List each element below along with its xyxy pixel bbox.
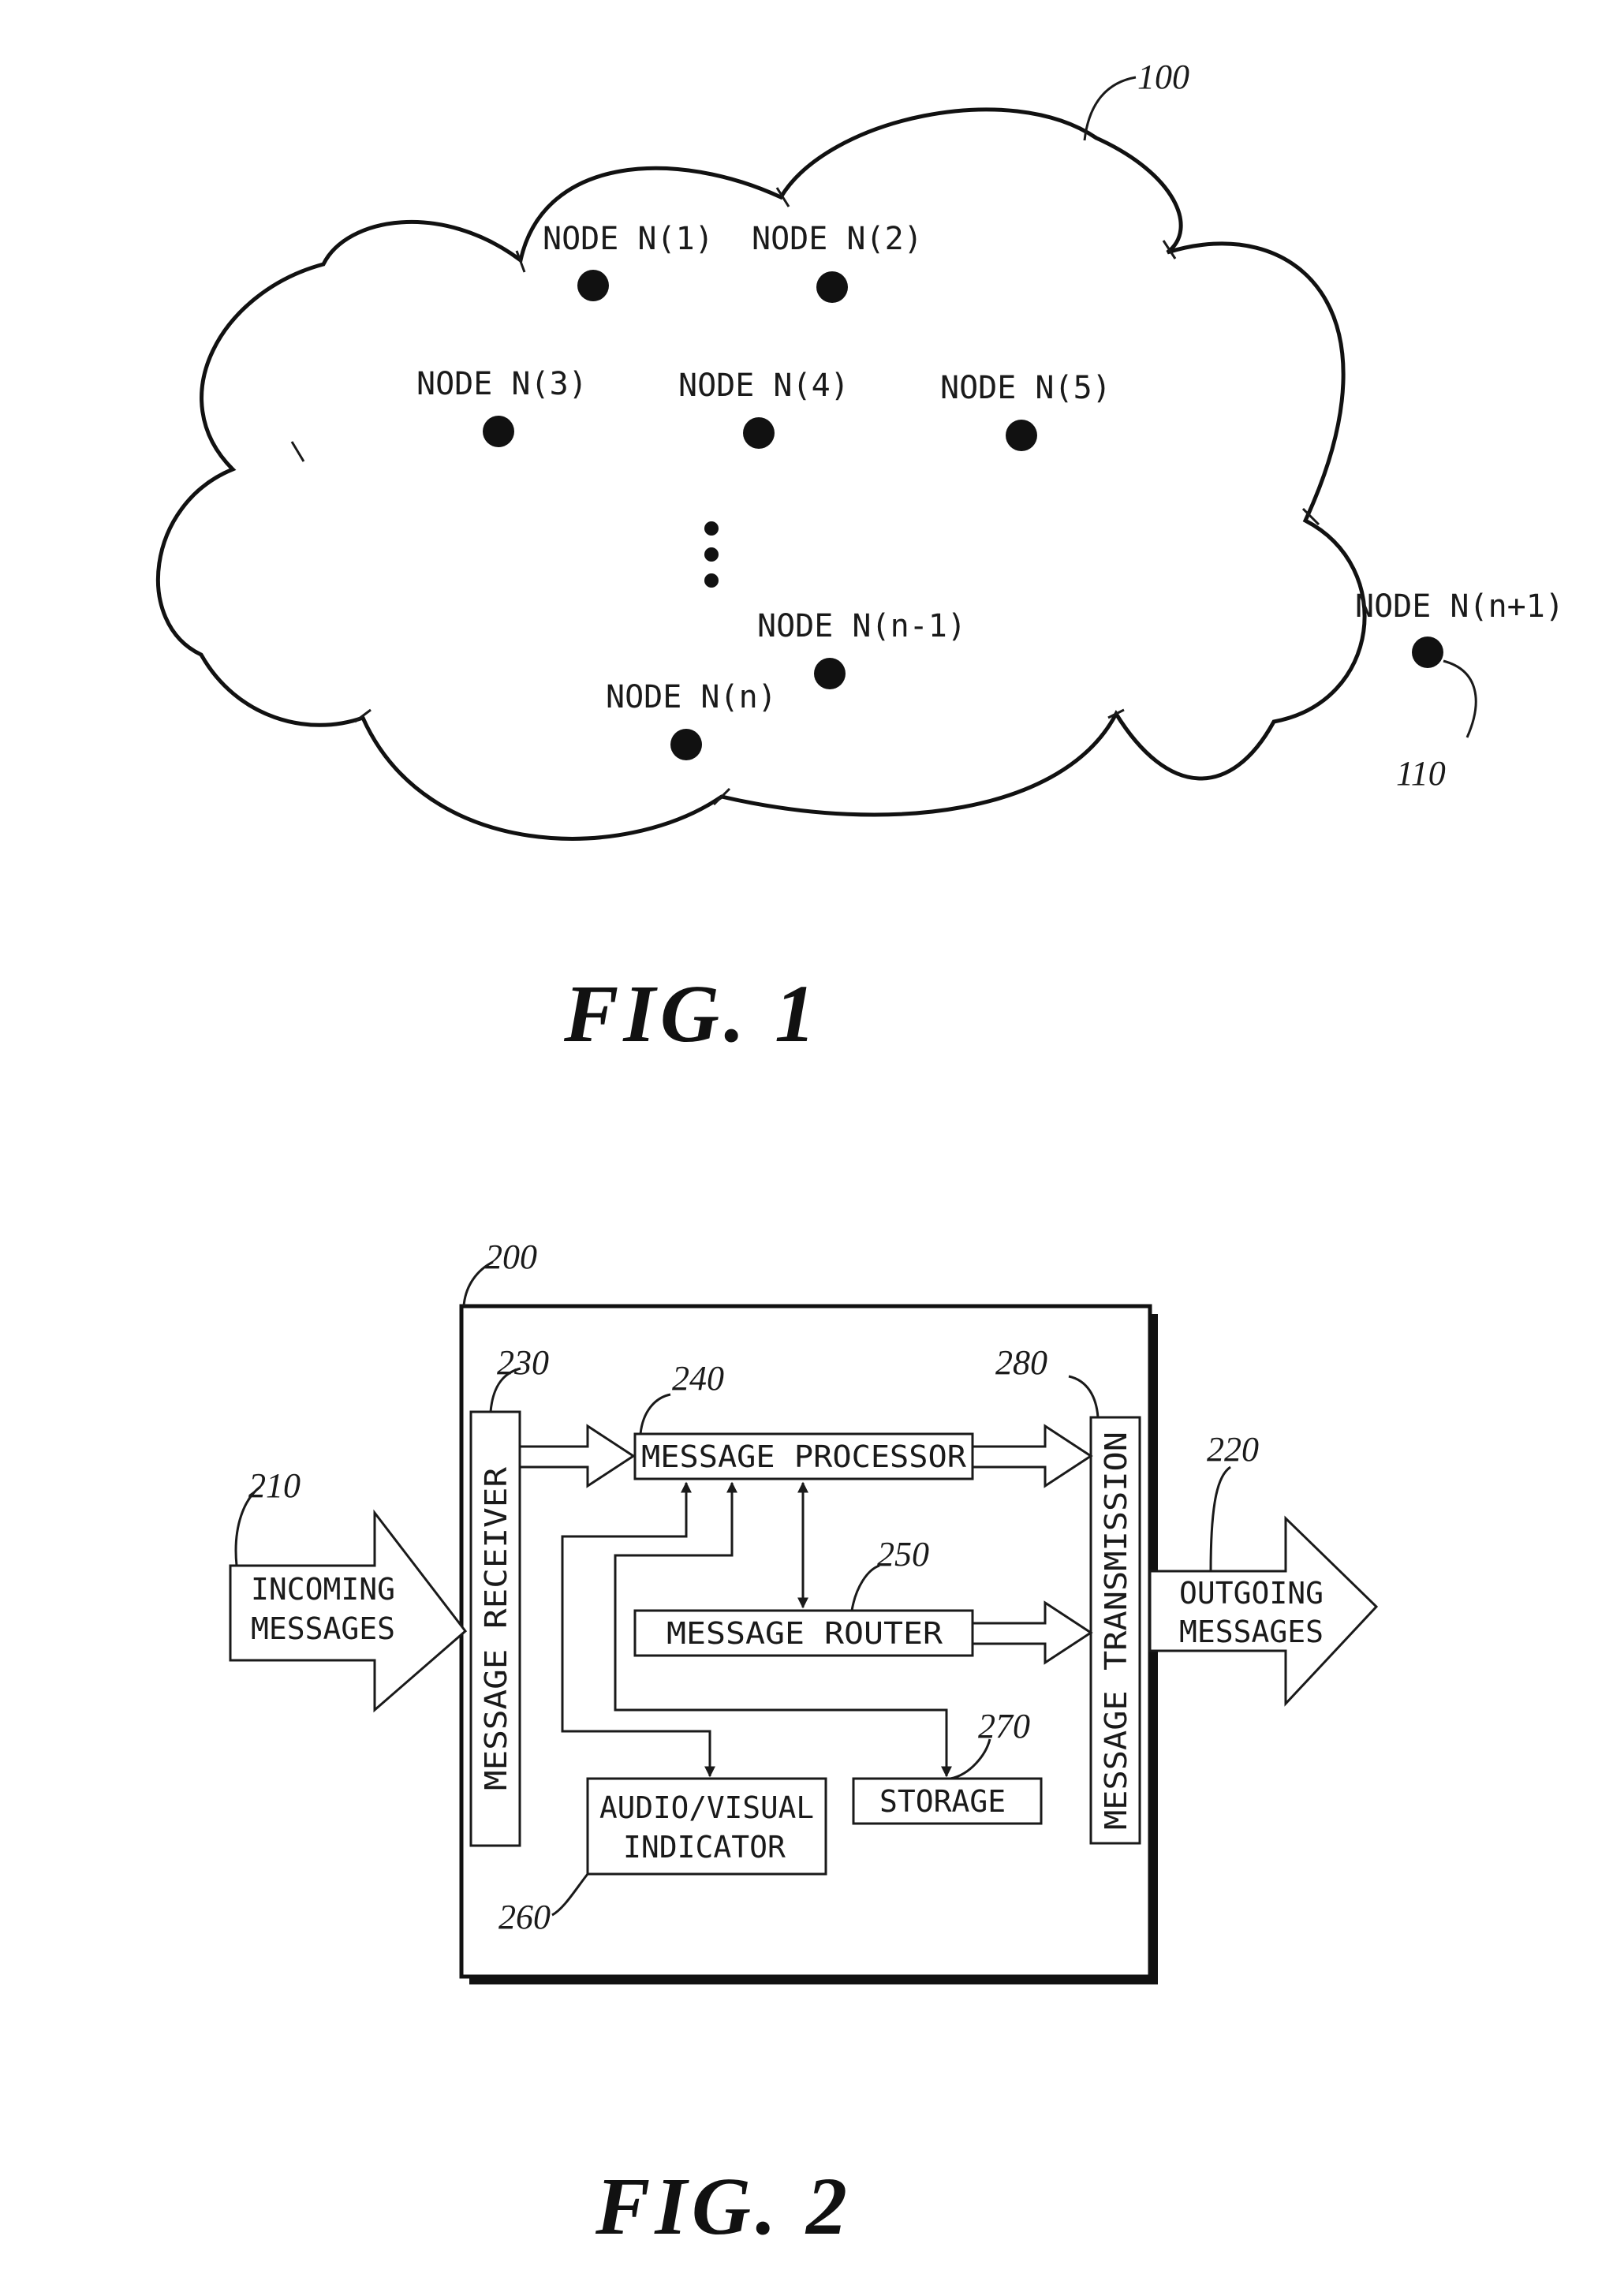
ref-200: 200 — [464, 1238, 537, 1306]
ref-220-label: 220 — [1207, 1430, 1259, 1469]
ref-100-label: 100 — [1137, 58, 1189, 96]
storage-label: STORAGE — [879, 1784, 1006, 1819]
ref-110-label: 110 — [1396, 754, 1446, 793]
node-n-dot — [670, 729, 702, 760]
message-router-label: MESSAGE ROUTER — [666, 1616, 943, 1651]
node-n5: NODE N(5) — [940, 370, 1111, 451]
indicator-line2: INDICATOR — [623, 1830, 786, 1865]
ref-260-label: 260 — [498, 1898, 551, 1936]
node-n2-label: NODE N(2) — [752, 221, 923, 257]
node-n3: NODE N(3) — [416, 366, 588, 447]
indicator-line1: AUDIO/VISUAL — [599, 1790, 814, 1825]
node-n3-dot — [483, 416, 514, 447]
ref-100: 100 — [1085, 58, 1189, 140]
ref-230-label: 230 — [497, 1343, 549, 1382]
node-n2: NODE N(2) — [752, 221, 923, 303]
fig2-caption: FIG. 2 — [595, 2161, 852, 2252]
figure-2: 200 INCOMING MESSAGES 210 OUTGOING MESSA… — [230, 1238, 1376, 2252]
node-n4: NODE N(4) — [678, 368, 849, 449]
node-n-plus-1-dot — [1412, 637, 1443, 668]
ref-270-label: 270 — [978, 1707, 1030, 1745]
node-n1-label: NODE N(1) — [543, 221, 714, 257]
network-cloud — [158, 110, 1365, 838]
node-n-label: NODE N(n) — [606, 679, 777, 715]
outgoing-messages-arrow: OUTGOING MESSAGES 220 — [1150, 1430, 1376, 1704]
outgoing-line2: MESSAGES — [1179, 1615, 1324, 1649]
node-n5-dot — [1006, 420, 1037, 451]
incoming-messages-arrow: INCOMING MESSAGES 210 — [230, 1466, 465, 1710]
node-n5-label: NODE N(5) — [940, 370, 1111, 406]
node-n3-label: NODE N(3) — [416, 366, 588, 402]
node-n4-label: NODE N(4) — [678, 368, 849, 404]
cloud-ticks — [292, 188, 1319, 805]
message-processor-label: MESSAGE PROCESSOR — [641, 1439, 966, 1474]
node-n-minus-1: NODE N(n-1) — [757, 608, 966, 689]
node-n1-dot — [577, 270, 609, 301]
ref-200-label: 200 — [485, 1238, 537, 1276]
node-n: NODE N(n) — [606, 679, 777, 760]
node-n2-dot — [816, 271, 848, 303]
figure-1: 100 NODE N(1) NODE N(2) NODE N(3) NODE N… — [158, 58, 1563, 1059]
ellipsis-dots — [704, 521, 719, 588]
node-n-plus-1: NODE N(n+1) 110 — [1355, 588, 1564, 793]
ref-250-label: 250 — [877, 1535, 929, 1574]
fig1-caption: FIG. 1 — [563, 969, 820, 1059]
node-n-minus-1-label: NODE N(n-1) — [757, 608, 966, 644]
incoming-line1: INCOMING — [251, 1572, 395, 1607]
node-n-minus-1-dot — [814, 658, 846, 689]
ref-280-label: 280 — [995, 1343, 1047, 1382]
node-n-plus-1-label: NODE N(n+1) — [1355, 588, 1564, 625]
ref-240-label: 240 — [672, 1359, 724, 1398]
outgoing-line1: OUTGOING — [1179, 1576, 1324, 1611]
message-transmission-label: MESSAGE TRANSMISSION — [1099, 1432, 1133, 1830]
ref-210-label: 210 — [248, 1466, 301, 1505]
node-n4-dot — [743, 417, 775, 449]
node-n1: NODE N(1) — [543, 221, 714, 301]
message-receiver-label: MESSAGE RECEIVER — [479, 1467, 513, 1790]
incoming-line2: MESSAGES — [251, 1611, 395, 1646]
